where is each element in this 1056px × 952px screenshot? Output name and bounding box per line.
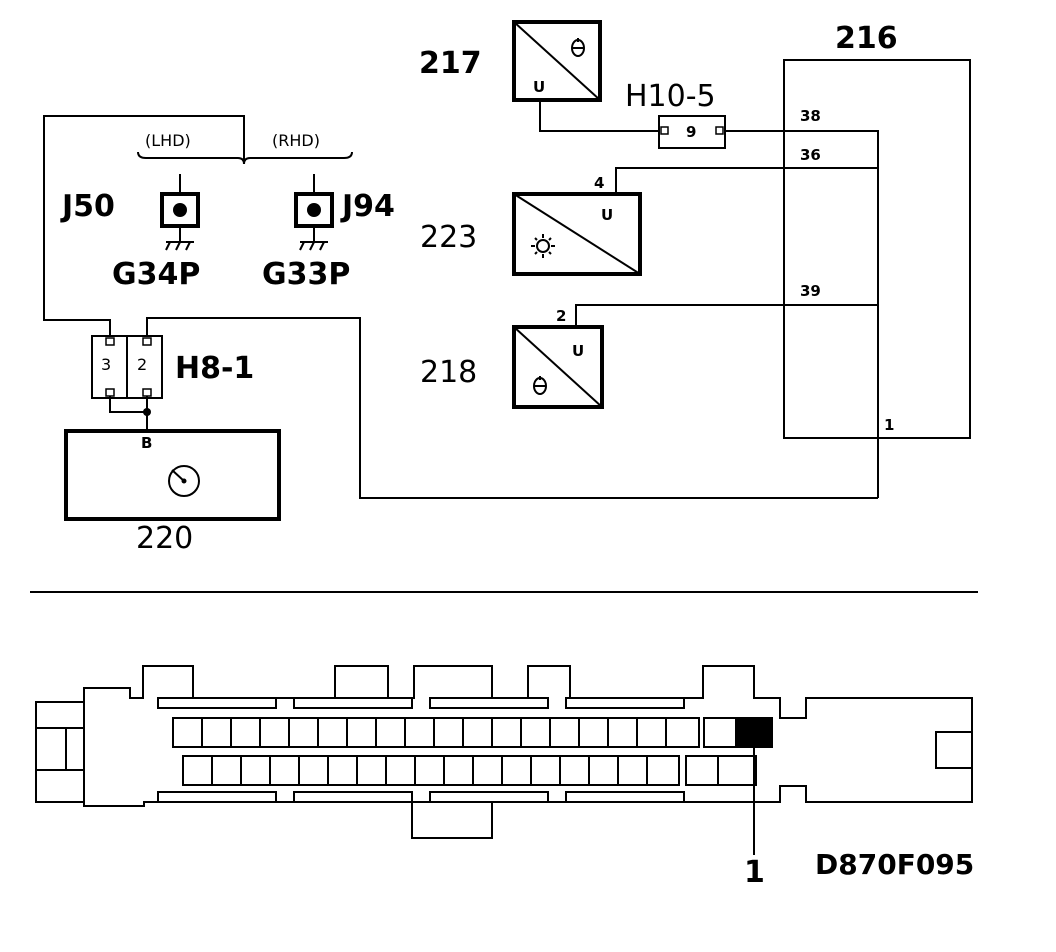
- component-220: B 220: [64, 429, 281, 556]
- pin-1-highlight: [735, 717, 773, 748]
- gauge-icon: [168, 465, 200, 497]
- rhd-label: (RHD): [272, 131, 320, 150]
- ecu-connector-face: 1 D870F095: [35, 665, 974, 890]
- figure-reference-code: D870F095: [815, 848, 974, 881]
- wire-218-216-39: [575, 304, 784, 327]
- component-223: U 4 223: [420, 174, 642, 276]
- connector-j94: J94 G33P: [262, 174, 395, 292]
- oil-drop-icon: [533, 376, 547, 395]
- connector-j50: J50 G34P: [60, 174, 200, 292]
- connector-h10-5: 9 H10-5: [625, 79, 726, 149]
- connector-h10-5-label: H10-5: [625, 79, 716, 114]
- connector-h8-1-label: H8-1: [175, 351, 254, 386]
- component-220-pin-label: B: [141, 434, 152, 452]
- wire-223-216-36: [615, 167, 784, 194]
- ecu-216: 216 38 36 39 1: [783, 21, 971, 498]
- pin-row-bottom: [182, 755, 757, 786]
- component-223-pin-label: 4: [594, 174, 604, 192]
- component-216-label: 216: [835, 21, 898, 56]
- pin-36-label: 36: [800, 146, 821, 164]
- h10-5-pin-label: 9: [686, 123, 696, 141]
- lamp-icon: [531, 234, 555, 258]
- component-218-label: 218: [420, 355, 477, 390]
- wire-variant-h8-3: [43, 115, 245, 336]
- component-223-label: 223: [420, 220, 477, 255]
- splice-point: [143, 408, 151, 416]
- wire-217-h10: [539, 100, 659, 132]
- pin-38-label: 38: [800, 107, 821, 125]
- u-label-218: U: [572, 342, 584, 360]
- u-label-217: U: [533, 78, 545, 96]
- pin-1-label: 1: [884, 416, 894, 434]
- wire-h8-3-220: [109, 396, 147, 413]
- h8-1-pin-3-label: 3: [101, 355, 111, 374]
- h8-1-pin-2-label: 2: [137, 355, 147, 374]
- u-label-223: U: [601, 206, 613, 224]
- ground-g33p-label: G33P: [262, 257, 350, 292]
- component-220-label: 220: [136, 521, 193, 556]
- wire-h8-2-216-1: [146, 317, 878, 499]
- component-218-pin-label: 2: [556, 307, 566, 325]
- pin-row-top: [172, 717, 773, 748]
- lhd-label: (LHD): [145, 131, 191, 150]
- ground-g34p-label: G34P: [112, 257, 200, 292]
- component-218: U 2 218: [420, 307, 604, 409]
- oil-drop-icon: [571, 38, 585, 57]
- connector-h8-1: 3 2 H8-1: [91, 335, 254, 399]
- callout-1-label: 1: [744, 855, 765, 890]
- pin-39-label: 39: [800, 282, 821, 300]
- connector-j50-label: J50: [60, 189, 115, 224]
- component-217-label: 217: [419, 46, 482, 81]
- connector-j94-label: J94: [340, 189, 395, 224]
- component-217: U 217: [419, 20, 602, 102]
